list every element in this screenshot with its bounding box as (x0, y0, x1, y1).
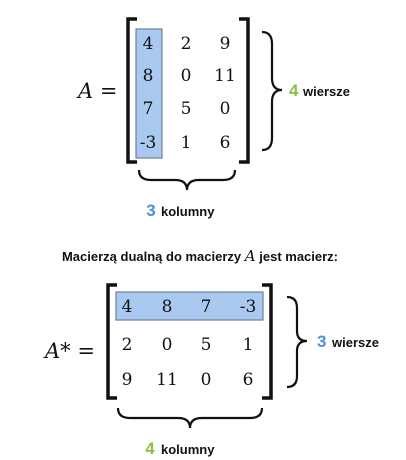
matrix-a-label: A = (76, 79, 117, 103)
matrix-cell: 8 (143, 66, 154, 86)
rows-curly-brace (261, 30, 283, 152)
cols-curly-brace (137, 169, 237, 191)
rows-label: wiersze (302, 84, 350, 99)
cols-label: kolumny (161, 204, 215, 219)
matrix-cell: 2 (181, 34, 192, 54)
highlighted-first-row (115, 291, 264, 321)
matrix-a-star-label: A* = (43, 339, 95, 363)
caption-variable: A (243, 247, 256, 265)
right-bracket (262, 283, 273, 400)
right-bracket (239, 17, 250, 164)
cols-curly-brace (116, 407, 264, 429)
matrix-cell: 2 (122, 335, 133, 355)
cols-count: 3 (146, 201, 155, 220)
matrix-cell: 4 (143, 34, 154, 54)
matrix-cell: 6 (243, 370, 254, 390)
matrix-cell: 7 (201, 297, 212, 317)
matrix-cell: 8 (162, 297, 173, 317)
rows-count: 4 (289, 81, 299, 100)
rows-label: wiersze (331, 335, 379, 350)
matrix-cell: 5 (181, 99, 192, 119)
left-bracket (126, 17, 137, 164)
caption: Macierzą dualną do macierzy A jest macie… (62, 247, 338, 265)
matrix-cell: 9 (122, 370, 133, 390)
caption-prefix: Macierzą dualną do macierzy (62, 249, 242, 264)
matrix-cell: -3 (140, 133, 157, 153)
matrix-cell: 6 (220, 133, 231, 153)
matrix-cell: 11 (156, 370, 178, 390)
matrix-cell: 11 (214, 66, 236, 86)
cols-count: 4 (145, 439, 155, 458)
matrix-cell: 0 (181, 66, 192, 86)
matrix-cell: 0 (201, 370, 212, 390)
left-bracket (106, 283, 117, 400)
matrix-cell: 4 (122, 297, 133, 317)
matrix-cell: -3 (240, 297, 257, 317)
matrix-cell: 9 (220, 34, 231, 54)
matrix-cell: 7 (143, 99, 154, 119)
cols-label: kolumny (161, 442, 215, 457)
highlighted-first-column (135, 28, 163, 159)
matrix-cell: 1 (243, 335, 254, 355)
caption-suffix: jest macierz: (258, 249, 338, 264)
rows-curly-brace (286, 295, 308, 389)
matrix-cell: 5 (201, 335, 212, 355)
matrix-cell: 1 (181, 133, 192, 153)
matrix-cell: 0 (162, 335, 173, 355)
rows-count: 3 (317, 332, 326, 351)
matrix-cell: 0 (220, 99, 231, 119)
